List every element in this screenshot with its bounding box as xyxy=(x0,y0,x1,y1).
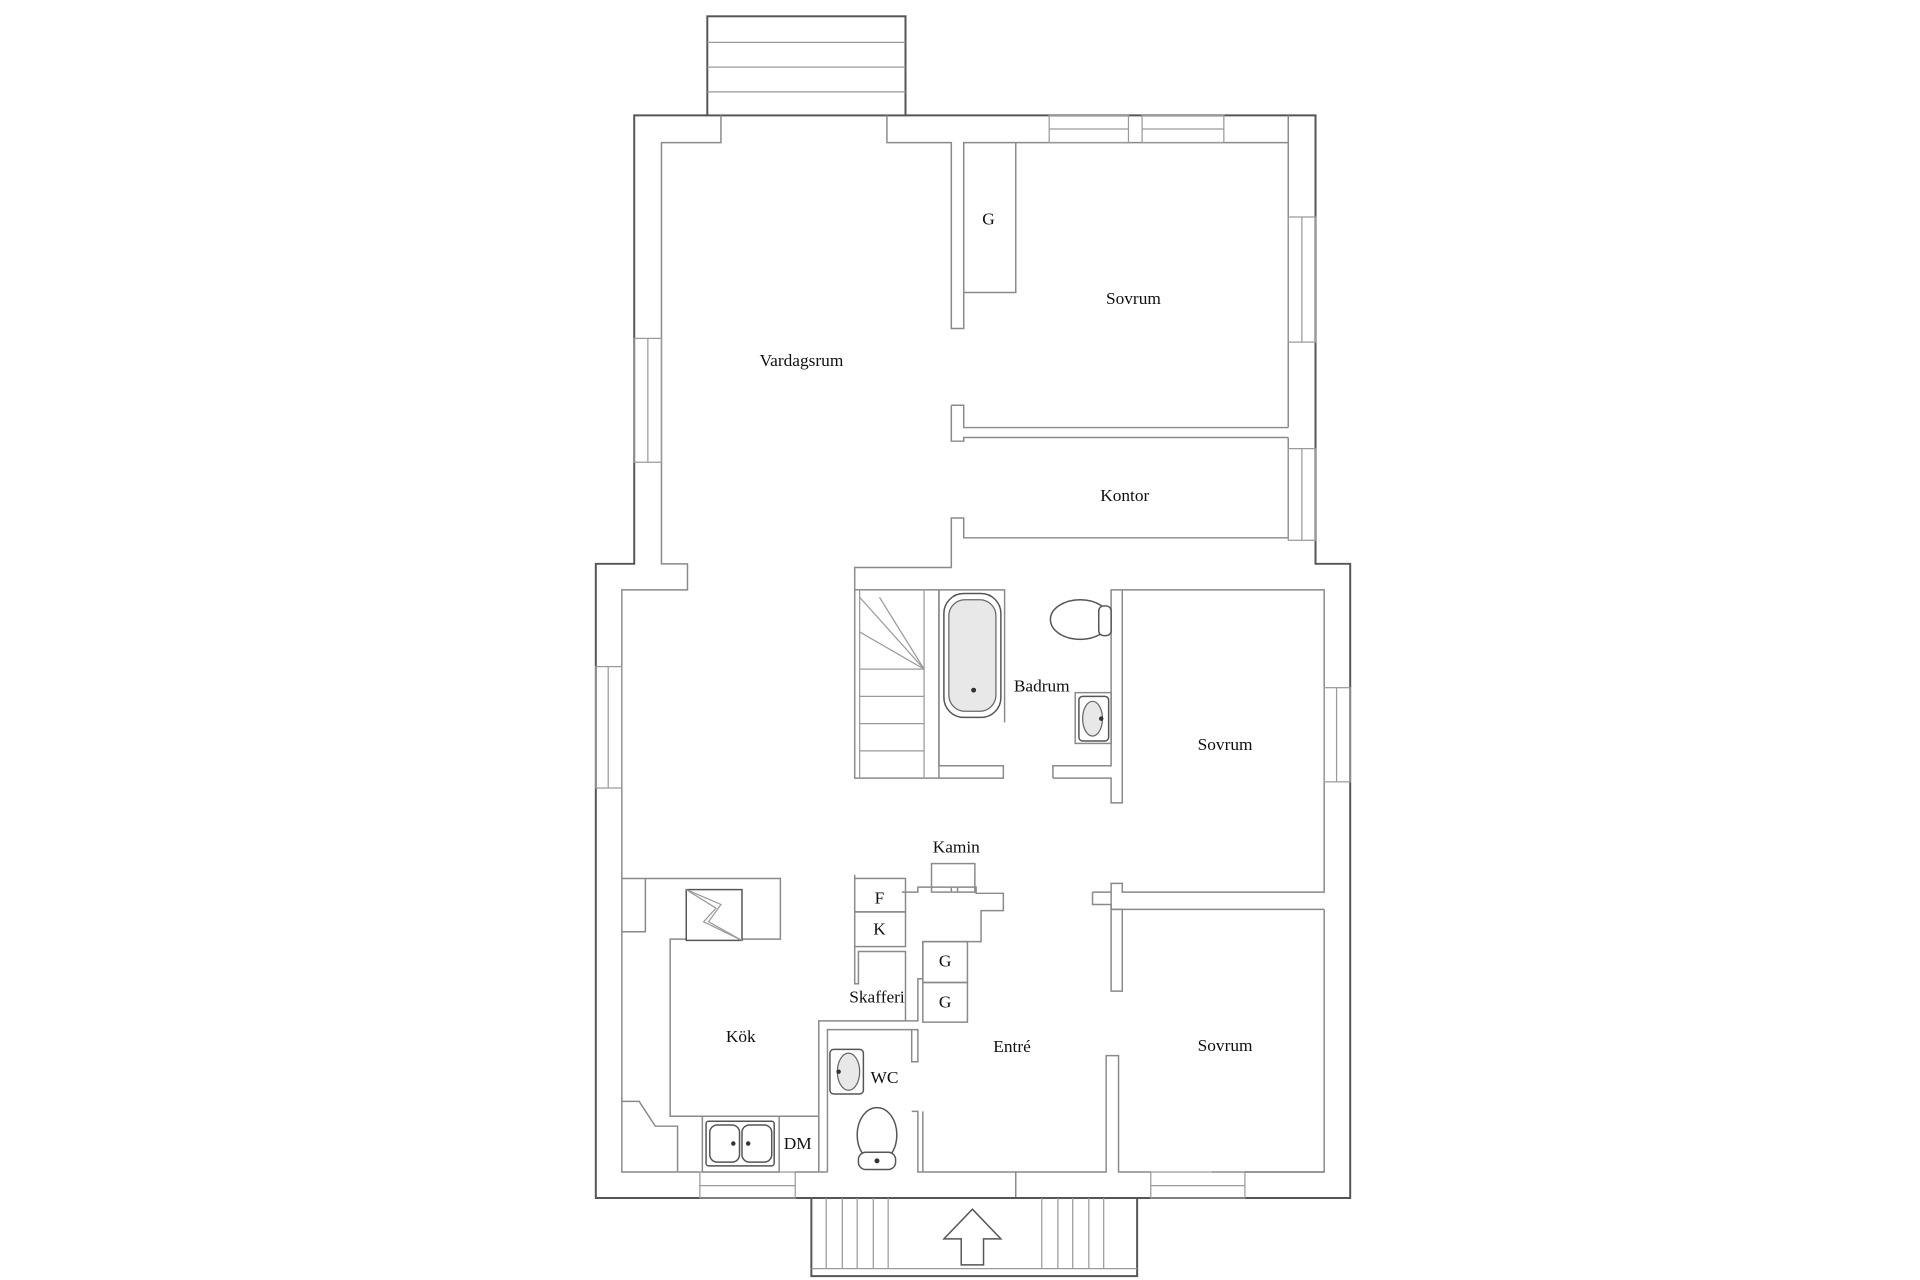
label-g-closet-entry-2: G xyxy=(939,993,952,1012)
entrance-stairs xyxy=(810,1198,1139,1278)
room-label-kamin: Kamin xyxy=(933,838,980,857)
top-exterior-stairs xyxy=(706,15,907,117)
storage-labels: G F K G G DM xyxy=(784,210,995,1153)
room-label-wc: WC xyxy=(870,1068,898,1087)
room-label-entre: Entré xyxy=(993,1037,1031,1056)
toilet-icon xyxy=(1049,598,1112,641)
room-label-sovrum-2: Sovrum xyxy=(1198,735,1253,754)
room-label-kontor: Kontor xyxy=(1100,486,1149,505)
kitchen-sink-icon xyxy=(705,1120,775,1167)
label-g-closet-entry-1: G xyxy=(939,952,952,971)
bathtub-icon xyxy=(943,592,1002,719)
label-f-freezer: F xyxy=(875,888,885,907)
label-g-closet-top: G xyxy=(982,210,995,229)
room-labels: Vardagsrum Sovrum Kontor Badrum Sovrum K… xyxy=(726,289,1253,1087)
room-label-kok: Kök xyxy=(726,1027,756,1046)
wc-toilet-icon xyxy=(856,1106,898,1171)
stove-icon xyxy=(685,888,743,942)
room-label-badrum: Badrum xyxy=(1014,677,1070,696)
room-label-skafferi: Skafferi xyxy=(849,988,905,1007)
label-k-fridge: K xyxy=(873,919,886,938)
washbasin-icon xyxy=(1074,691,1112,745)
staircase-icon xyxy=(859,589,925,779)
wc-washbasin-icon xyxy=(829,1048,865,1095)
room-label-vardagsrum: Vardagsrum xyxy=(760,351,844,370)
outer-walls xyxy=(594,114,1352,1200)
label-dm-dishwasher: DM xyxy=(784,1134,812,1153)
room-label-sovrum-3: Sovrum xyxy=(1198,1036,1253,1055)
room-label-sovrum-1: Sovrum xyxy=(1106,289,1161,308)
arrow-up-icon xyxy=(942,1208,1003,1266)
